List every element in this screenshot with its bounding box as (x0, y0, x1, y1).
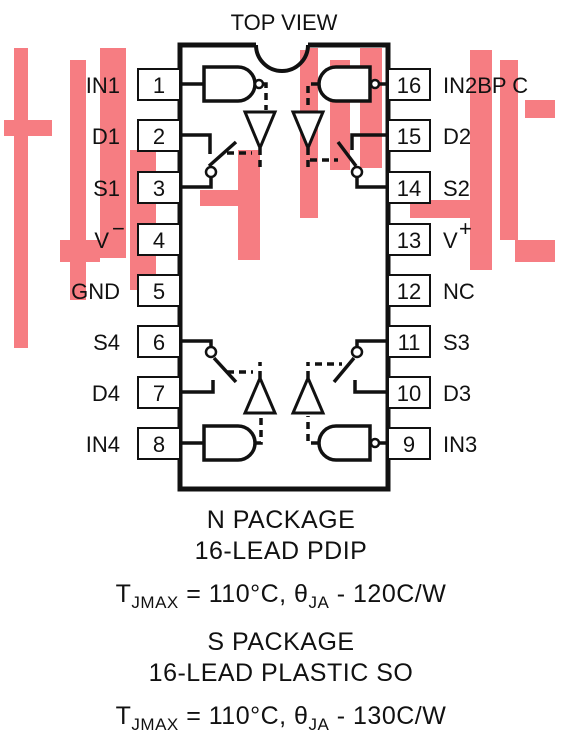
svg-text:9: 9 (403, 432, 415, 457)
svg-text:15: 15 (397, 124, 421, 149)
and-gate-4 (202, 424, 257, 462)
svg-text:S4: S4 (93, 330, 120, 355)
channel-3-logic (290, 339, 388, 462)
and-gate-2 (317, 65, 372, 103)
svg-text:NC: NC (443, 279, 475, 304)
package-n-title: N PACKAGE (206, 506, 356, 534)
buffer-triangle-1 (242, 110, 278, 152)
pin-3: 3 S1 (93, 171, 181, 204)
pin1-notch (254, 44, 310, 73)
svg-text:14: 14 (397, 176, 421, 201)
svg-text:D2: D2 (443, 124, 471, 149)
and-gate-3 (317, 424, 372, 462)
pin-8: 8 IN4 (86, 427, 181, 460)
pin-13: 13 V + (387, 216, 472, 256)
svg-text:D1: D1 (92, 124, 120, 149)
svg-text:IN1: IN1 (86, 73, 120, 98)
svg-text:7: 7 (153, 381, 165, 406)
pin-4: 4 V − (94, 216, 181, 256)
pin-10: 10 D3 (387, 376, 471, 409)
buffer-triangle-2 (290, 110, 326, 152)
channel-2-logic (290, 65, 388, 189)
svg-text:GND: GND (71, 279, 120, 304)
svg-text:+: + (459, 216, 472, 241)
svg-text:V: V (443, 228, 458, 253)
svg-text:D4: D4 (92, 381, 120, 406)
svg-text:8: 8 (153, 432, 165, 457)
svg-text:11: 11 (398, 330, 421, 355)
svg-text:2: 2 (153, 124, 165, 149)
package-body (177, 42, 391, 492)
pin-15: 15 D2 (387, 119, 471, 152)
package-n-subtitle: 16-LEAD PDIP (194, 537, 368, 565)
package-s-thermal: TJMAX = 110°C, θJA - 130C/W (115, 702, 447, 734)
svg-text:S3: S3 (443, 330, 470, 355)
pin-12: 12 NC (387, 274, 475, 307)
svg-text:IN3: IN3 (443, 432, 477, 457)
svg-text:16: 16 (397, 73, 421, 98)
svg-text:12: 12 (397, 279, 421, 304)
svg-text:13: 13 (397, 228, 421, 253)
svg-text:IN4: IN4 (86, 432, 120, 457)
package-s-title: S PACKAGE (207, 628, 355, 656)
channel-1-logic (180, 65, 278, 189)
pin-2: 2 D1 (92, 119, 181, 152)
svg-text:1: 1 (153, 73, 165, 98)
pin-16: 16 IN2BP C (387, 68, 528, 101)
pin-6: 6 S4 (93, 325, 181, 358)
svg-text:V: V (94, 228, 109, 253)
svg-text:3: 3 (153, 176, 165, 201)
svg-text:5: 5 (153, 279, 165, 304)
and-gate-1 (202, 65, 257, 103)
svg-text:6: 6 (153, 330, 165, 355)
buffer-triangle-4 (242, 374, 278, 415)
svg-text:4: 4 (153, 228, 165, 253)
pin-5: 5 GND (71, 274, 181, 307)
view-label: TOP VIEW (231, 10, 338, 35)
pin-7: 7 D4 (92, 376, 181, 409)
channel-4-logic (180, 339, 278, 462)
svg-text:−: − (112, 216, 125, 241)
svg-text:IN2BP C: IN2BP C (443, 73, 528, 98)
buffer-triangle-3 (290, 374, 326, 415)
pin-9: 9 IN3 (387, 427, 477, 460)
package-n-thermal: TJMAX = 110°C, θJA - 120C/W (115, 580, 447, 612)
svg-text:S1: S1 (93, 176, 120, 201)
svg-text:D3: D3 (443, 381, 471, 406)
pin-11: 11 S3 (387, 325, 470, 358)
svg-text:S2: S2 (443, 176, 470, 201)
pins-right: 16 IN2BP C 15 D2 14 S2 13 V + 12 NC 11 S… (387, 68, 528, 460)
pin-14: 14 S2 (387, 171, 470, 204)
pin-1: 1 IN1 (86, 68, 181, 101)
package-s-subtitle: 16-LEAD PLASTIC SO (148, 659, 414, 687)
svg-text:10: 10 (397, 381, 421, 406)
